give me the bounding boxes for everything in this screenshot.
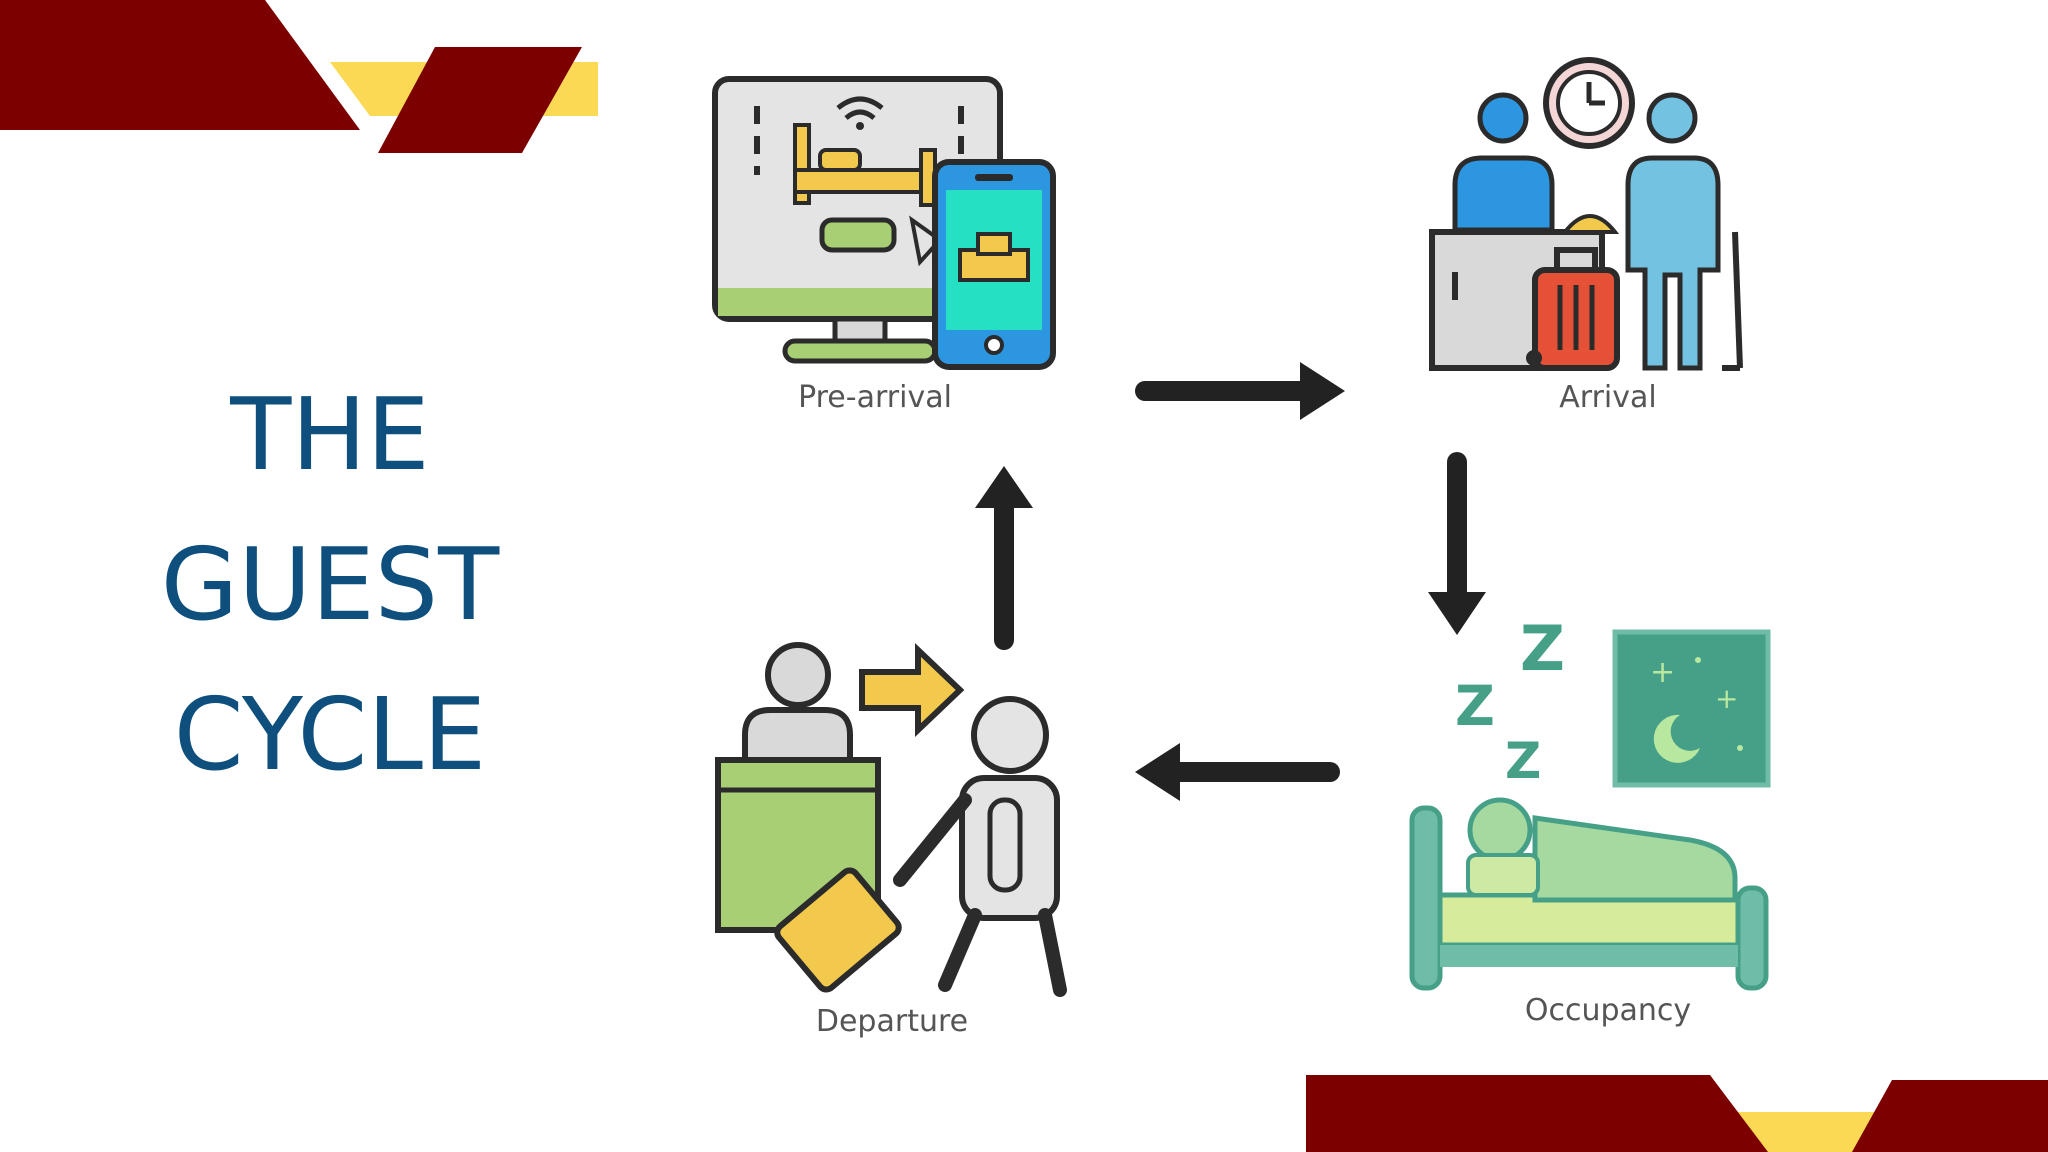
slide-title: THE GUEST CYCLE xyxy=(90,360,570,810)
arrow-pre-arrival-to-arrival xyxy=(1135,362,1345,420)
title-line-2: GUEST xyxy=(160,526,500,643)
sleeping-guest-icon: Z Z Z + + xyxy=(1409,612,1771,991)
arrow-departure-to-pre-arrival xyxy=(975,466,1033,650)
title-line-1: THE xyxy=(230,376,430,493)
svg-text:+: + xyxy=(1715,682,1738,715)
stage-label-arrival: Arrival xyxy=(1559,380,1657,415)
stage-label-departure: Departure xyxy=(815,1004,969,1039)
title-line-3: CYCLE xyxy=(173,676,487,793)
computer-phone-booking-icon xyxy=(712,76,1056,370)
bottom-right-banner xyxy=(1306,1075,2048,1152)
svg-text:Z: Z xyxy=(1505,732,1541,790)
top-left-banner xyxy=(0,0,598,153)
svg-text:Z: Z xyxy=(1520,612,1565,685)
reception-checkin-icon xyxy=(1429,57,1743,371)
checkout-luggage-icon xyxy=(715,642,1067,997)
arrow-arrival-to-occupancy xyxy=(1428,452,1486,635)
svg-text:+: + xyxy=(1650,655,1675,690)
stage-label-occupancy: Occupancy xyxy=(1524,993,1692,1028)
arrow-occupancy-to-departure xyxy=(1135,743,1340,801)
svg-text:Z: Z xyxy=(1455,674,1495,738)
stage-label-pre-arrival: Pre-arrival xyxy=(798,380,952,415)
